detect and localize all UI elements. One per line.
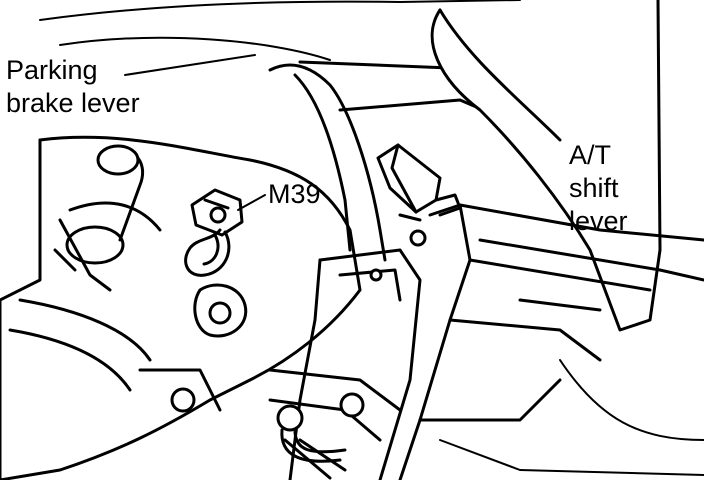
at-shift-lever-body [430,0,662,332]
console-top-edge [39,0,521,21]
console-base [559,359,704,441]
m39-leader-line [237,194,266,211]
wiring-harness [276,404,347,480]
parking-brake-lever [0,135,362,480]
shift-label-line-3: lever [569,206,628,236]
parking-label-line-2: brake lever [6,88,140,118]
shift-button [376,143,462,217]
console-curve [59,36,331,61]
shift-indicator-housing [398,203,704,480]
console-base-2 [439,439,704,476]
parking-label-line-1: Parking [6,55,98,85]
lever-bracket [268,248,422,480]
parking-brake-lever-label: Parking brake lever [6,54,140,120]
m39-connector [184,188,244,277]
mounting-boss [193,283,248,338]
parking-leader-line [124,54,256,76]
shift-label-line-2: shift [569,173,619,203]
shift-label-line-1: A/T [569,140,612,170]
at-shift-lever-label: A/T shift lever [569,139,628,238]
m39-connector-label: M39 [268,179,321,209]
